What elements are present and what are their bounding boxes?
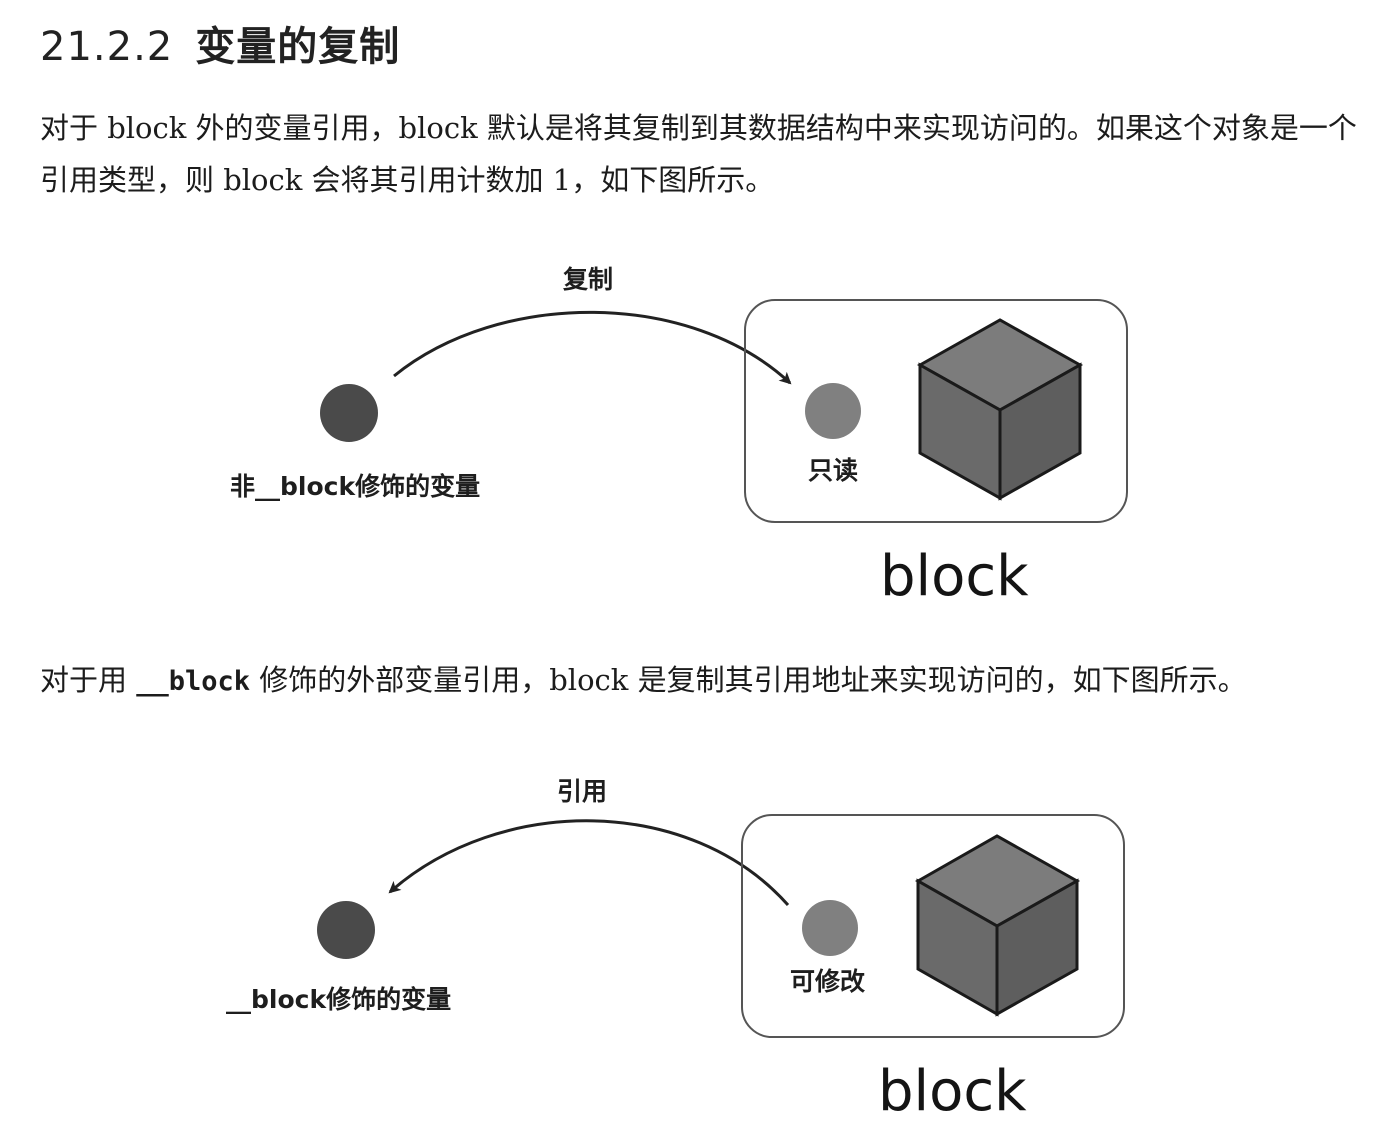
block-container	[741, 814, 1125, 1038]
inner-variable-dot	[805, 383, 861, 439]
reference-arrow-label: 引用	[557, 777, 607, 806]
copy-arrow	[393, 310, 792, 385]
outer-variable-label: 非__block修饰的变量	[230, 472, 480, 501]
outer-variable-dot	[317, 901, 375, 959]
para2-after: 修饰的外部变量引用，block 是复制其引用地址来实现访问的，如下图所示。	[250, 663, 1247, 697]
section-number: 21.2.2	[40, 24, 174, 70]
block-keyword-code: __block	[136, 666, 251, 697]
cube-icon	[916, 318, 1084, 501]
block-container	[744, 299, 1128, 523]
outer-variable-label: __block修饰的变量	[226, 985, 451, 1014]
inner-variable-dot	[802, 900, 858, 956]
para2-before: 对于用	[40, 663, 137, 697]
block-container-label: block	[878, 1059, 1027, 1124]
inner-variable-label: 只读	[808, 456, 858, 485]
paragraph-copy-explanation: 对于 block 外的变量引用，block 默认是将其复制到其数据结构中来实现访…	[40, 111, 1357, 197]
diagram-reference: 引用 __block修饰的变量 可修改 block	[0, 760, 1374, 1140]
diagram-copy: 复制 非__block修饰的变量 只读 block	[0, 250, 1374, 620]
outer-variable-dot	[320, 384, 378, 442]
cube-icon	[914, 834, 1081, 1017]
copy-arrow-label: 复制	[563, 265, 613, 294]
block-container-label: block	[880, 544, 1029, 609]
paragraph-reference-explanation: 对于用 __block 修饰的外部变量引用，block 是复制其引用地址来实现访…	[40, 654, 1358, 708]
section-heading: 21.2.2 变量的复制	[40, 14, 400, 72]
diagram-copy-svg: 复制 非__block修饰的变量 只读 block	[230, 265, 1128, 609]
inner-variable-label: 可修改	[790, 967, 865, 996]
diagram-reference-svg: 引用 __block修饰的变量 可修改 block	[226, 777, 1125, 1124]
reference-arrow	[388, 819, 790, 906]
section-title: 变量的复制	[195, 24, 401, 70]
